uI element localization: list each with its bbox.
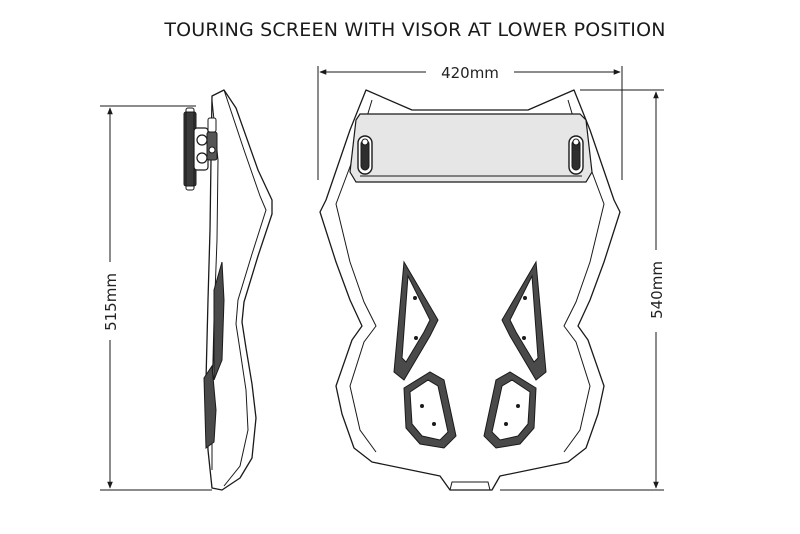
front-width-label: 420mm [441,64,499,82]
front-vent-lower-right [483,371,537,449]
side-view: 515mm [100,89,273,491]
front-view: 420mm 540mm [317,64,666,491]
front-vent-lower-left [403,371,457,449]
front-visor [349,113,593,183]
front-bottom-notch [449,481,491,491]
front-vent-upper-right [501,260,547,381]
side-screen-edge [223,89,267,487]
drawing-title: TOURING SCREEN WITH VISOR AT LOWER POSIT… [163,19,665,41]
visor-mount-right [568,135,584,175]
side-vent-upper [213,261,225,381]
side-mount-bracket [183,107,218,191]
front-vent-upper-left [393,260,439,381]
visor-mount-left [357,135,373,175]
front-height-label: 540mm [648,261,666,319]
side-vent-lower [203,364,217,449]
side-height-label: 515mm [102,273,120,331]
front-screen-outline [319,89,621,491]
side-screen-profile [205,89,273,491]
